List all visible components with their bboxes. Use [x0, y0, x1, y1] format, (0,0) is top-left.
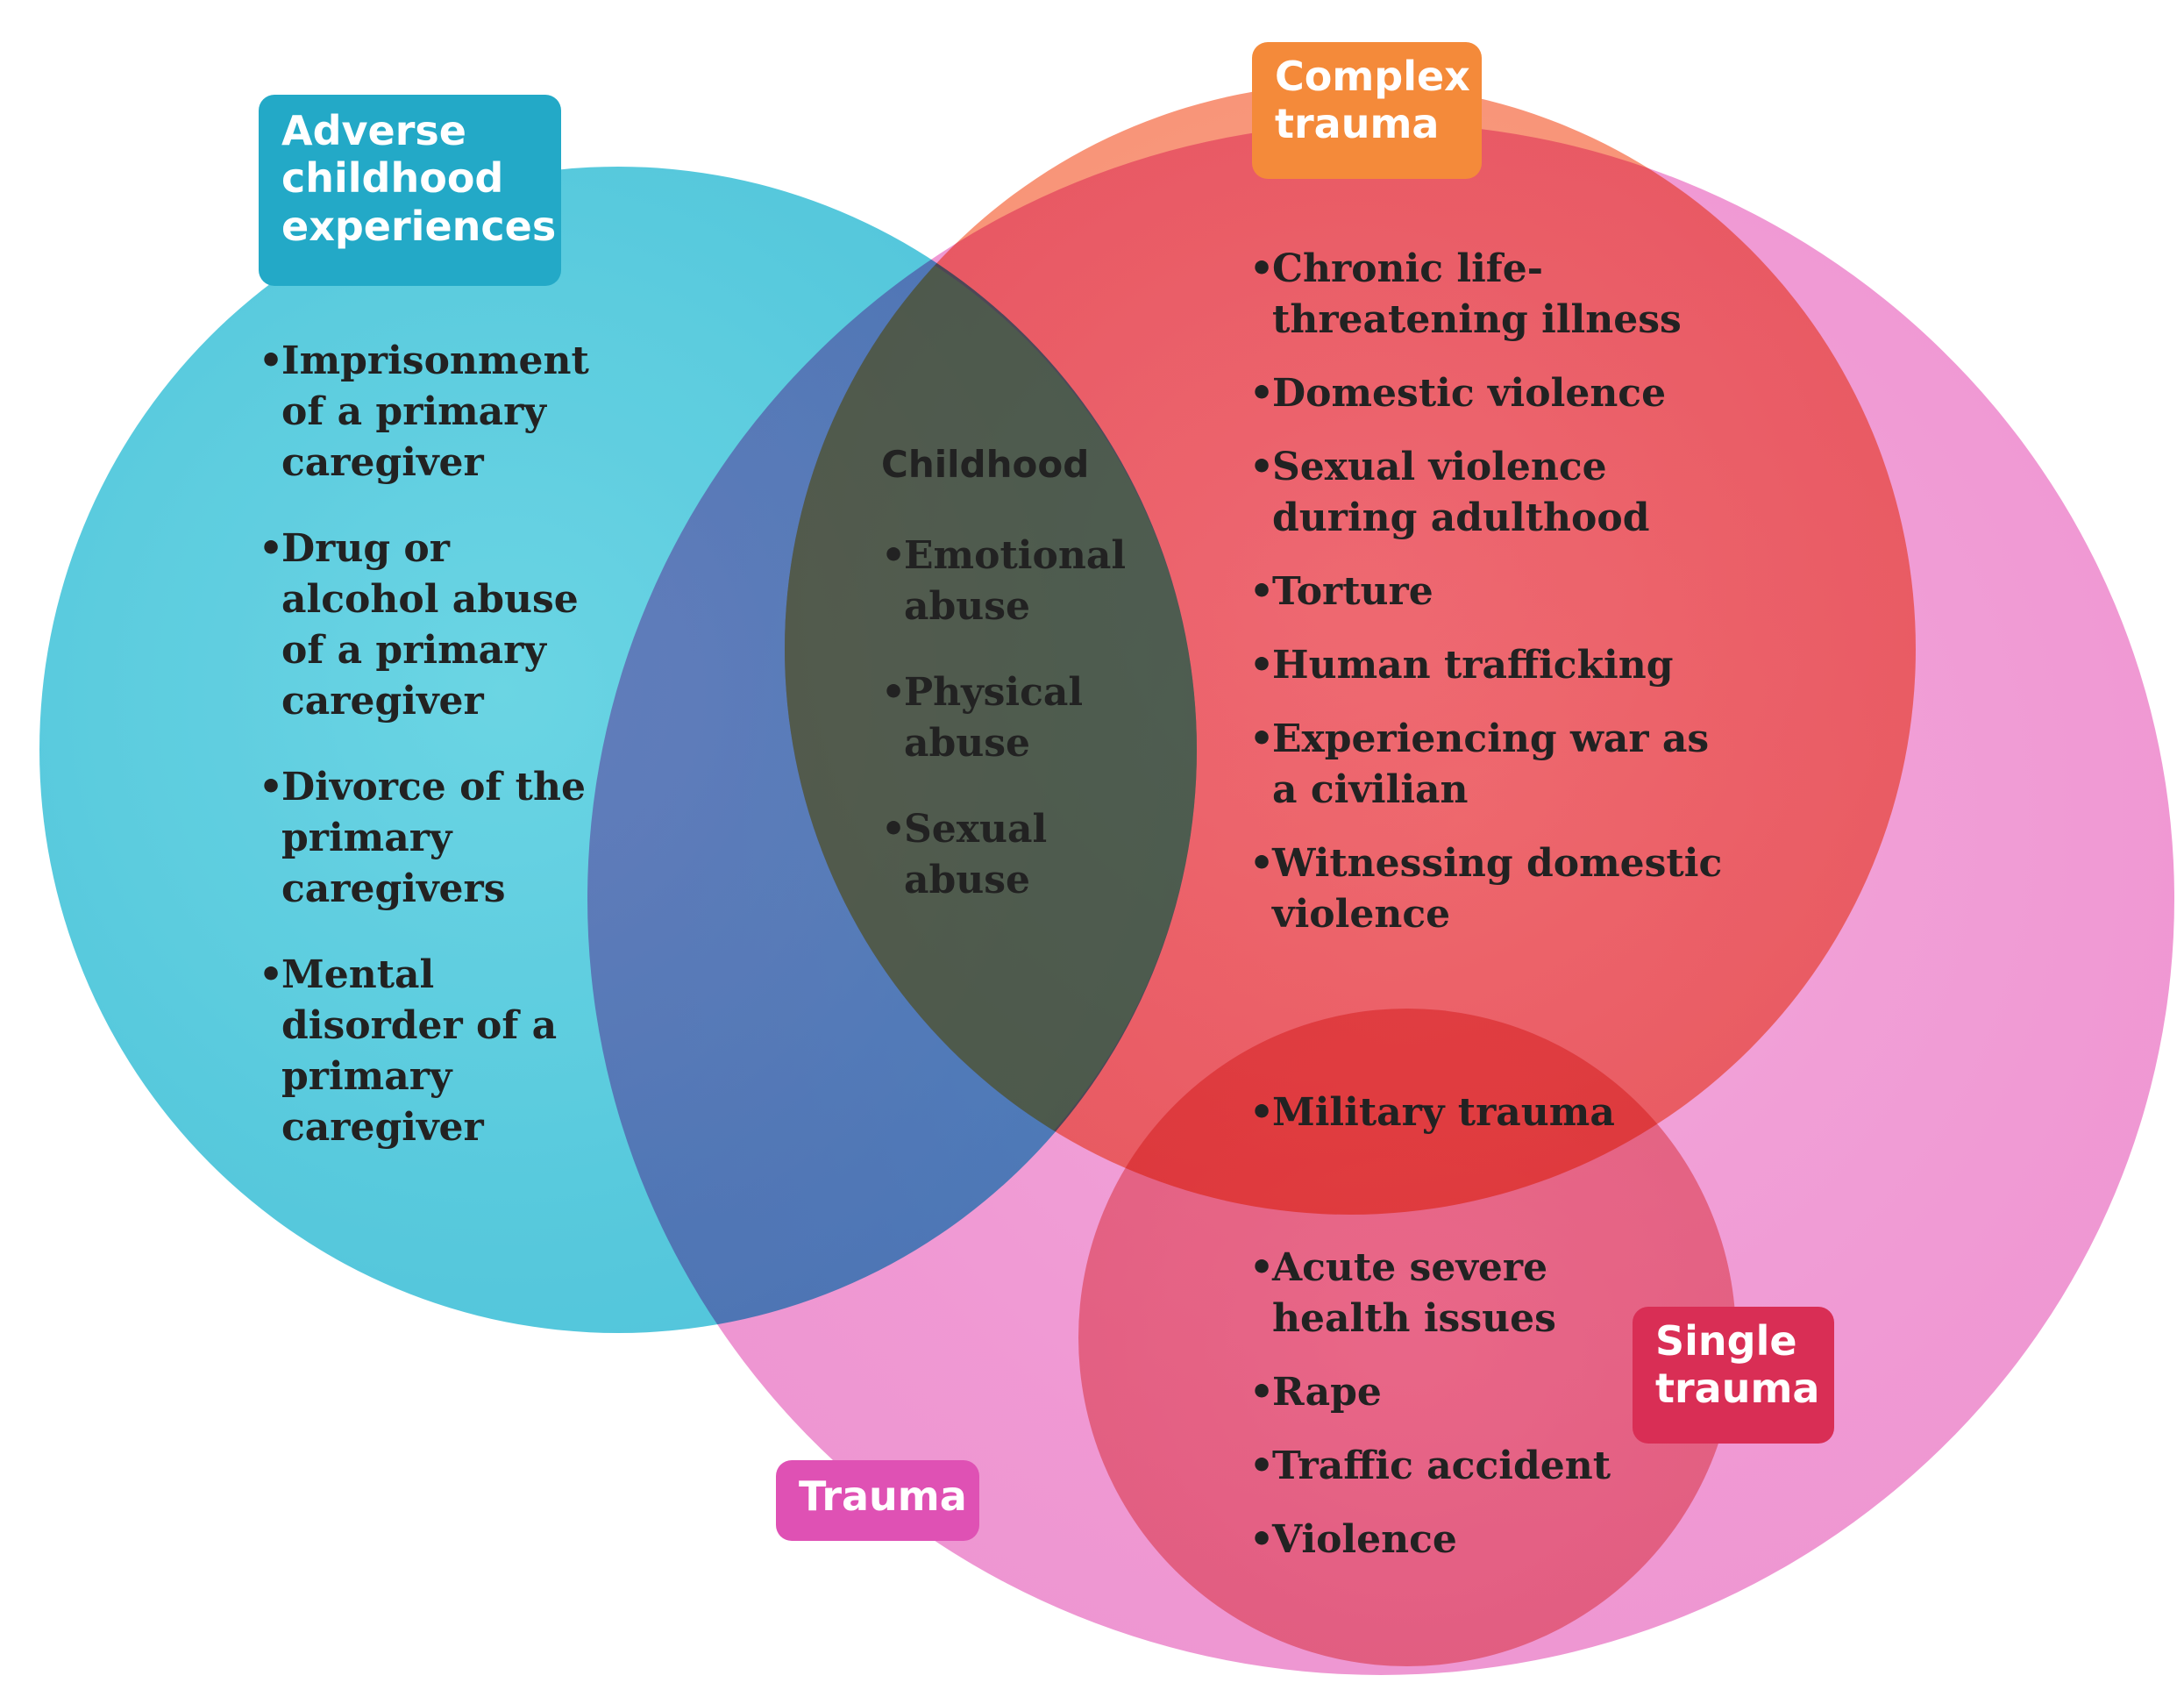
list-item: Mental disorder of a primary caregiver — [259, 950, 592, 1153]
childhood-title: Childhood — [881, 443, 1090, 486]
list-item: Violence — [1249, 1515, 1618, 1565]
complex-trauma-tag: Complex trauma — [1252, 42, 1482, 179]
list-item: Physical abuse — [881, 667, 1144, 769]
list-item: Traffic accident — [1249, 1441, 1618, 1492]
list-item: Drug or alcohol abuse of a primary careg… — [259, 524, 592, 727]
list-item: Sexual violence during adulthood — [1249, 442, 1740, 544]
complex-single-overlap-list: Military trauma — [1249, 1087, 1670, 1138]
list-item: Torture — [1249, 567, 1740, 617]
list-item: Military trauma — [1249, 1087, 1670, 1138]
trauma-tag: Trauma — [776, 1460, 979, 1541]
single-trauma-list: Acute severe health issues Rape Traffic … — [1249, 1243, 1618, 1588]
list-item: Sexual abuse — [881, 804, 1144, 906]
list-item: Rape — [1249, 1367, 1618, 1418]
list-item: Experiencing war as a civilian — [1249, 714, 1740, 816]
list-item: Imprisonment of a primary caregiver — [259, 336, 592, 488]
list-item: Divorce of the primary caregivers — [259, 762, 592, 915]
list-item: Emotional abuse — [881, 531, 1144, 632]
list-item: Chronic life-threatening illness — [1249, 244, 1740, 346]
list-item: Human trafficking — [1249, 640, 1740, 691]
single-trauma-tag: Single trauma — [1633, 1307, 1834, 1444]
adverse-childhood-experiences-list: Imprisonment of a primary caregiver Drug… — [259, 336, 592, 1188]
complex-trauma-list: Chronic life-threatening illness Domesti… — [1249, 244, 1740, 963]
list-item: Acute severe health issues — [1249, 1243, 1618, 1344]
list-item: Witnessing domestic violence — [1249, 838, 1740, 940]
list-item: Domestic violence — [1249, 368, 1740, 419]
childhood-list: Emotional abuse Physical abuse Sexual ab… — [881, 531, 1144, 941]
adverse-childhood-experiences-tag: Adverse childhood experiences — [259, 95, 561, 286]
